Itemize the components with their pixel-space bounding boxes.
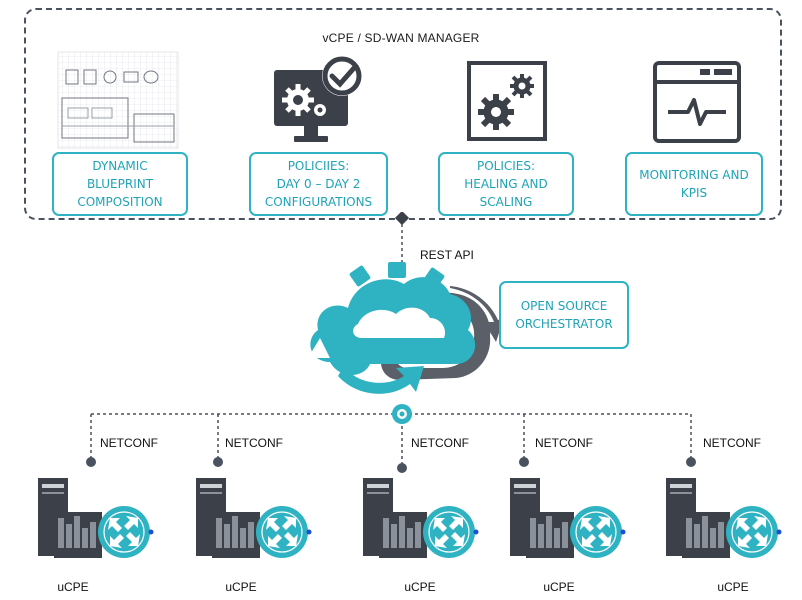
ucpe-label-3: uCPE: [404, 580, 436, 594]
ucpe-label-2: uCPE: [225, 580, 257, 594]
orchestrator-box: OPEN SOURCE ORCHESTRATOR: [499, 281, 629, 349]
netconf-label-1: NETCONF: [100, 436, 158, 450]
netconf-label-4: NETCONF: [535, 436, 593, 450]
netconf-label-5: NETCONF: [703, 436, 761, 450]
manager-title: vCPE / SD-WAN MANAGER: [322, 31, 480, 45]
ucpe-label-5: uCPE: [717, 580, 749, 594]
ucpe-device-icon-4: [510, 478, 627, 559]
ucpe-label-1: uCPE: [57, 580, 89, 594]
monitor-gear-check-icon: [274, 56, 362, 142]
ucpe-device-icon-1: [38, 478, 155, 559]
netconf-label-2: NETCONF: [225, 436, 283, 450]
netconf-label-3: NETCONF: [411, 436, 469, 450]
capability-box-day0-day2: POLICIIES: DAY 0 – DAY 2 CONFIGURATIONS: [249, 152, 388, 216]
api-label: REST API: [420, 248, 474, 262]
heartbeat-window-icon: [653, 61, 741, 143]
gears-icon: [467, 61, 547, 141]
api-connector: [394, 212, 410, 270]
ucpe-device-icon-5: [666, 478, 783, 559]
capability-box-blueprint: DYNAMIC BLUEPRINT COMPOSITION: [52, 152, 188, 216]
ucpe-label-4: uCPE: [543, 580, 575, 594]
capability-box-healing-scaling: POLICIES: HEALING AND SCALING: [438, 152, 574, 216]
blueprint-icon: [57, 51, 179, 149]
capability-box-monitoring: MONITORING AND KPIS: [625, 152, 763, 216]
ucpe-device-icon-2: [196, 478, 313, 559]
cloud-gear-icon: [308, 262, 500, 394]
ucpe-device-icon-3: [363, 478, 480, 559]
netconf-connectors: [86, 404, 696, 473]
